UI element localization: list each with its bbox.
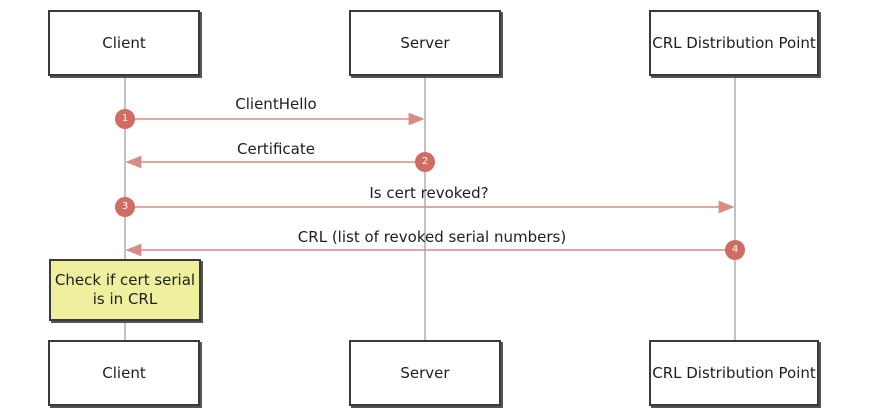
step-badge-2: 2 <box>415 152 435 172</box>
participant-client-top: Client <box>48 10 200 76</box>
participant-crl-label: CRL Distribution Point <box>652 34 816 52</box>
participant-server-bottom: Server <box>349 340 501 406</box>
participant-client-bottom: Client <box>48 340 200 406</box>
step-badge-3: 3 <box>115 197 135 217</box>
step-badge-1: 1 <box>115 109 135 129</box>
participant-crl-label-bottom: CRL Distribution Point <box>652 364 816 382</box>
participant-server-top: Server <box>349 10 501 76</box>
participant-client-label: Client <box>102 34 146 52</box>
participant-crl-top: CRL Distribution Point <box>649 10 819 76</box>
participant-server-label-bottom: Server <box>400 364 450 382</box>
message-label-crl-response: CRL (list of revoked serial numbers) <box>297 228 567 246</box>
participant-server-label: Server <box>400 34 450 52</box>
step-badge-4: 4 <box>725 240 745 260</box>
note-line-2: is in CRL <box>92 290 158 308</box>
message-label-clienthello: ClientHello <box>235 95 317 113</box>
message-label-certificate: Certificate <box>237 140 315 158</box>
note-check-serial: Check if cert serial is in CRL <box>49 259 201 321</box>
participant-crl-bottom: CRL Distribution Point <box>649 340 819 406</box>
note-line-1: Check if cert serial <box>54 270 196 289</box>
message-label-is-cert-revoked: Is cert revoked? <box>369 184 489 202</box>
participant-client-label-bottom: Client <box>102 364 146 382</box>
